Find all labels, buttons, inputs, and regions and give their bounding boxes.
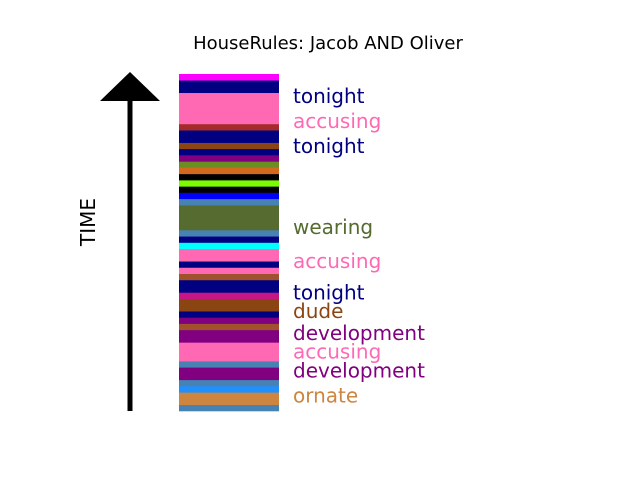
segment-label-5: tonight [293, 280, 365, 304]
stack-segment-22 [179, 198, 279, 206]
stack-segment-3 [179, 379, 279, 387]
stack-segment-25 [179, 180, 279, 187]
stack-segment-23 [179, 192, 279, 200]
stack-segment-28 [179, 161, 279, 168]
stack-segment-12 [179, 292, 279, 299]
stack-segment-21 [179, 205, 279, 231]
stack-segment-5 [179, 361, 279, 368]
stack-segment-8 [179, 323, 279, 331]
stack-segment-16 [179, 261, 279, 268]
stack-segment-33 [179, 123, 279, 131]
stack-segment-19 [179, 236, 279, 243]
stack-segment-32 [179, 130, 279, 143]
segment-label-7: wearing [293, 215, 373, 239]
stack-segment-18 [179, 242, 279, 250]
segment-label-6: accusing [293, 249, 381, 273]
stack-segment-17 [179, 248, 279, 262]
stack-segment-10 [179, 311, 279, 318]
stack-segment-27 [179, 167, 279, 175]
stack-segment-13 [179, 279, 279, 293]
y-axis-label: TIME [76, 198, 100, 247]
stack-segment-26 [179, 173, 279, 181]
stack-segment-9 [179, 317, 279, 324]
stack-segment-2 [179, 386, 279, 393]
segment-label-0: ornate [293, 383, 358, 407]
segment-label-10: tonight [293, 84, 365, 108]
time-arrow-head [100, 72, 160, 101]
segment-label-2: accusing [293, 340, 381, 364]
stack-segment-14 [179, 273, 279, 281]
stack-segment-4 [179, 367, 279, 381]
stack-segment-36 [179, 74, 279, 81]
stack-segment-29 [179, 155, 279, 162]
segment-label-4: dude [293, 299, 343, 323]
stack-segment-7 [179, 329, 279, 343]
stack-segment-24 [179, 186, 279, 193]
stack-segment-31 [179, 142, 279, 150]
stack-segments [179, 74, 279, 412]
segment-label-9: accusing [293, 109, 381, 133]
segment-label-1: development [293, 358, 425, 382]
stack-segment-15 [179, 267, 279, 274]
segment-labels: ornatedevelopmentaccusingdevelopmentdude… [293, 84, 425, 408]
segment-label-8: tonight [293, 134, 365, 158]
stack-segment-11 [179, 298, 279, 312]
stack-segment-6 [179, 342, 279, 362]
stack-segment-34 [179, 92, 279, 125]
stack-segment-0 [179, 404, 279, 412]
stack-segment-30 [179, 148, 279, 156]
chart-title: HouseRules: Jacob AND Oliver [193, 33, 463, 54]
stack-segment-35 [179, 80, 279, 94]
stack-segment-1 [179, 392, 279, 406]
segment-label-3: development [293, 321, 425, 345]
stack-segment-20 [179, 230, 279, 237]
